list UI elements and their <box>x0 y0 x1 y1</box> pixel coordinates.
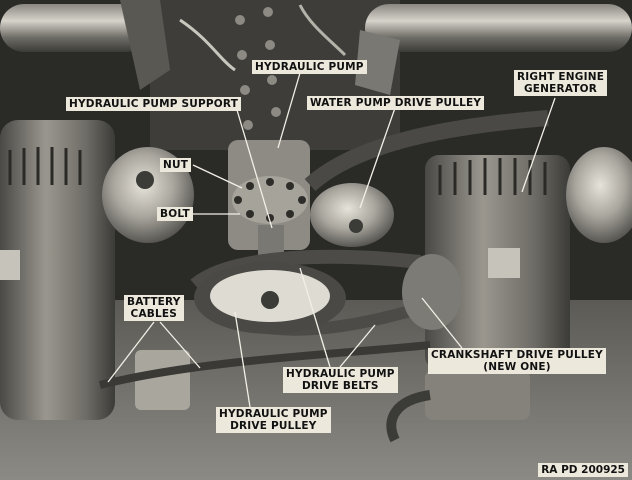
label-crankshaft-drive-pulley: CRANKSHAFT DRIVE PULLEY (NEW ONE) <box>428 348 606 374</box>
label-nut: NUT <box>160 158 192 172</box>
crankshaft-pulley <box>402 254 462 330</box>
fuel-line <box>298 4 347 57</box>
label-right-engine-generator: RIGHT ENGINE GENERATOR <box>514 70 608 96</box>
label-hydraulic-pump-drive-belts: HYDRAULIC PUMP DRIVE BELTS <box>283 367 398 393</box>
right-pipe <box>365 4 632 52</box>
label-hydraulic-pump: HYDRAULIC PUMP <box>252 60 367 74</box>
right-generator-plate <box>488 248 520 278</box>
label-bolt: BOLT <box>157 207 193 221</box>
hose <box>386 390 431 443</box>
water-pump-pulley <box>310 183 394 247</box>
engine-studs <box>235 7 281 130</box>
hydraulic-pump-drive-pulley-hub <box>261 291 279 309</box>
left-pipe <box>0 4 150 52</box>
label-hydraulic-pump-drive-pulley: HYDRAULIC PUMP DRIVE PULLEY <box>216 407 331 433</box>
flange-bolts <box>234 178 306 222</box>
right-generator-vents <box>438 158 547 195</box>
lower-housing <box>425 370 530 420</box>
label-battery-cables: BATTERY CABLES <box>124 295 184 321</box>
right-drum <box>566 147 632 243</box>
cable-clamp <box>135 350 190 410</box>
generator-belt <box>304 110 549 192</box>
leader-lines <box>107 72 556 408</box>
left-generator-plate <box>0 250 20 280</box>
battery-cable <box>99 341 431 389</box>
label-water-pump-drive-pulley: WATER PUMP DRIVE PULLEY <box>307 96 485 110</box>
water-pump-pulley-hub <box>349 219 363 233</box>
fuel-line <box>179 18 236 72</box>
label-hydraulic-pump-support: HYDRAULIC PUMP SUPPORT <box>66 97 242 111</box>
left-generator-vents <box>8 147 82 185</box>
reference-code: RA PD 200925 <box>538 463 628 477</box>
upper-drive-belt <box>190 249 421 291</box>
left-bracket <box>120 0 170 90</box>
right-bracket <box>355 30 400 95</box>
left-drum-hub <box>136 171 154 189</box>
left-generator <box>0 120 115 420</box>
